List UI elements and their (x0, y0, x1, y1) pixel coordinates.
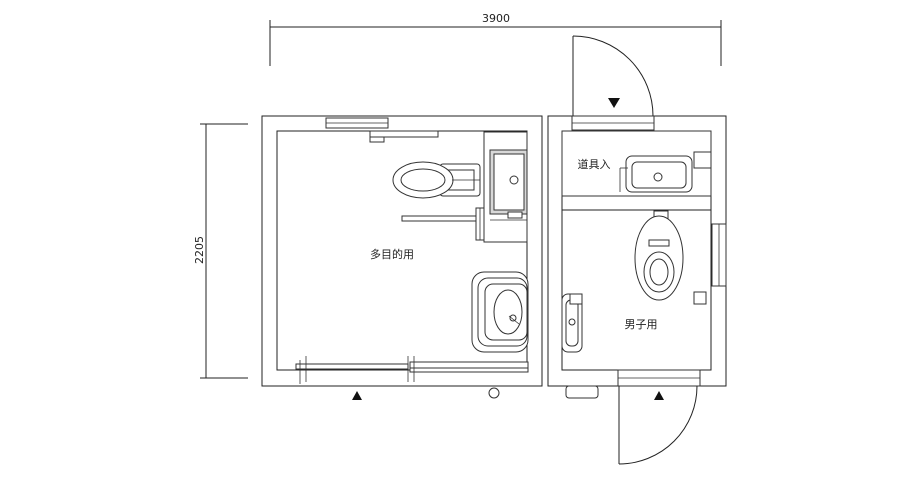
slop-sink (619, 151, 712, 193)
entry-arrow-storage (608, 98, 620, 108)
grab-rail (369, 130, 439, 138)
room-label-storage: 道具入 (578, 157, 611, 171)
door-swing-top (572, 35, 654, 117)
room-label-mens: 男子用 (625, 318, 658, 331)
mens-toilet (634, 210, 684, 301)
wash-basin (471, 271, 529, 353)
storage-partition (561, 195, 712, 211)
mens-block: 道具入 男子用 (547, 115, 727, 399)
height-dimension-label: 2205 (193, 236, 206, 264)
room-label-multipurpose: 多目的用 (370, 247, 414, 261)
door-swing-bottom (618, 385, 698, 465)
sliding-door (295, 356, 529, 399)
folding-grab-bar (401, 207, 485, 241)
width-dimension: 3900 (269, 12, 722, 66)
multipurpose-room: 多目的用 (261, 115, 543, 399)
entry-arrow-mens (654, 391, 664, 400)
height-dimension: 2205 (193, 123, 248, 379)
mens-hand-basin (561, 293, 583, 353)
width-dimension-label: 3900 (482, 12, 510, 25)
accessible-toilet (392, 161, 481, 199)
paper-holder (693, 291, 707, 305)
hand-sink (483, 131, 528, 243)
entry-arrow-multipurpose (352, 391, 362, 400)
step (565, 385, 599, 399)
